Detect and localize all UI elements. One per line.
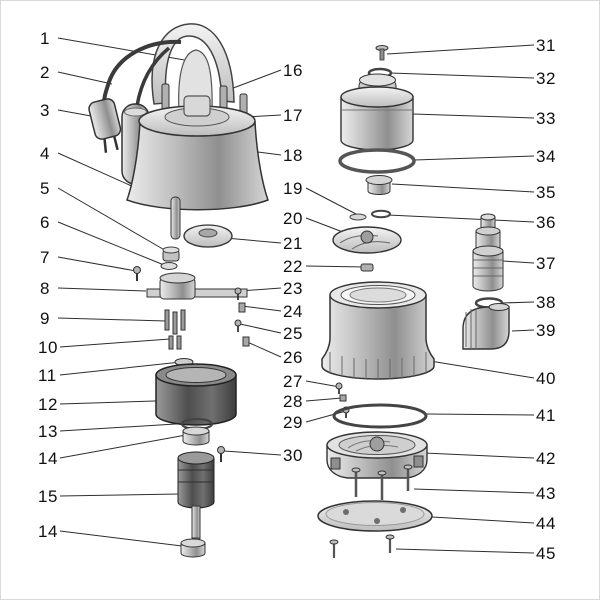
callout-35: 35 — [536, 183, 556, 202]
callout-45: 45 — [536, 544, 556, 563]
callout-6: 6 — [40, 213, 50, 232]
callout-15: 15 — [38, 487, 58, 506]
callout-29: 29 — [283, 413, 303, 432]
part-rotor — [177, 451, 215, 552]
part-bearing-lower — [180, 538, 206, 558]
part-bearing-upper — [182, 426, 210, 446]
callout-40: 40 — [536, 369, 556, 388]
callout-24: 24 — [283, 302, 303, 321]
callout-38: 38 — [536, 293, 556, 312]
callout-19: 19 — [283, 179, 303, 198]
part-washer-6 — [160, 262, 178, 270]
part-top-cover — [126, 83, 269, 211]
callout-1: 1 — [40, 29, 50, 48]
part-nut-22 — [360, 263, 374, 272]
part-pins — [164, 309, 186, 350]
callout-20: 20 — [283, 209, 303, 228]
part-impeller — [332, 226, 402, 254]
part-base-plate — [317, 500, 433, 532]
callout-4: 4 — [40, 144, 50, 163]
callout-23: 23 — [283, 279, 303, 298]
callout-14-lower: 14 — [38, 522, 58, 541]
callout-2: 2 — [40, 63, 50, 82]
part-screw-7 — [133, 266, 141, 281]
callout-14: 14 — [38, 449, 58, 468]
callout-21: 21 — [283, 234, 303, 253]
callout-5: 5 — [40, 179, 50, 198]
callout-22: 22 — [283, 257, 303, 276]
callout-8: 8 — [40, 279, 50, 298]
part-screws-45 — [329, 534, 395, 558]
part-pump-housing — [321, 281, 435, 380]
part-seal-cap — [162, 246, 180, 262]
callout-43: 43 — [536, 484, 556, 503]
part-o-ring-34 — [338, 148, 416, 174]
part-impeller-disc — [183, 224, 233, 248]
callout-41: 41 — [536, 406, 556, 425]
callout-37: 37 — [536, 254, 556, 273]
callout-16: 16 — [283, 61, 303, 80]
callout-11: 11 — [38, 366, 57, 385]
part-hose-connector — [472, 213, 504, 292]
callout-28: 28 — [283, 392, 303, 411]
callout-36: 36 — [536, 213, 556, 232]
part-plug-35 — [365, 175, 393, 195]
part-o-ring-41 — [332, 403, 428, 429]
part-screw-30 — [217, 446, 225, 462]
callout-44: 44 — [536, 514, 556, 533]
callout-26: 26 — [283, 348, 303, 367]
callout-13: 13 — [38, 422, 58, 441]
callout-10: 10 — [38, 338, 58, 357]
part-ring-19 — [349, 213, 367, 221]
part-screw-31 — [375, 45, 389, 61]
callout-9: 9 — [40, 309, 50, 328]
callout-3: 3 — [40, 101, 50, 120]
callout-25: 25 — [283, 324, 303, 343]
callout-7: 7 — [40, 248, 50, 267]
part-fasteners-23-26 — [234, 287, 250, 347]
part-suction-cover — [326, 431, 428, 479]
callout-34: 34 — [536, 147, 556, 166]
callout-33: 33 — [536, 109, 556, 128]
part-float-cable — [135, 46, 171, 107]
leader-lines — [57, 37, 535, 554]
part-elbow — [462, 303, 510, 350]
part-ring-36 — [371, 209, 391, 219]
part-screws-43 — [351, 464, 413, 500]
part-power-cable — [102, 39, 182, 105]
callout-17: 17 — [283, 106, 303, 125]
callout-39: 39 — [536, 321, 556, 340]
callout-31: 31 — [536, 36, 556, 55]
part-seal-housing — [159, 272, 196, 300]
callout-18: 18 — [283, 146, 303, 165]
part-motor-canister — [340, 73, 414, 151]
part-shaft — [170, 196, 181, 240]
callout-27: 27 — [283, 372, 303, 391]
callout-12: 12 — [38, 395, 58, 414]
callout-32: 32 — [536, 69, 556, 88]
part-stator-housing — [155, 363, 237, 426]
callout-42: 42 — [536, 449, 556, 468]
part-power-plug — [88, 98, 122, 153]
callout-30: 30 — [283, 446, 303, 465]
